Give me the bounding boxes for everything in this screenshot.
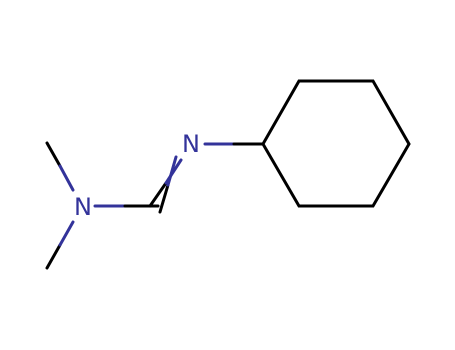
atom-labels: N N	[74, 130, 200, 221]
bond-methyl1-n-colored	[58, 164, 75, 192]
bond-methyl2-n	[45, 243, 62, 270]
bonds	[45, 79, 411, 270]
bond-ch-n-double-b	[158, 183, 170, 214]
atom-label-n-imine: N	[182, 130, 200, 158]
bond-ch-n-double-a	[148, 181, 168, 208]
bond-ch-n-double-b-colored	[166, 155, 178, 187]
atom-label-n-amine: N	[74, 193, 92, 221]
bond-methyl2-n-colored	[58, 220, 75, 247]
bond-methyl1-n	[45, 141, 62, 168]
cyclohexane-ring	[261, 79, 411, 208]
